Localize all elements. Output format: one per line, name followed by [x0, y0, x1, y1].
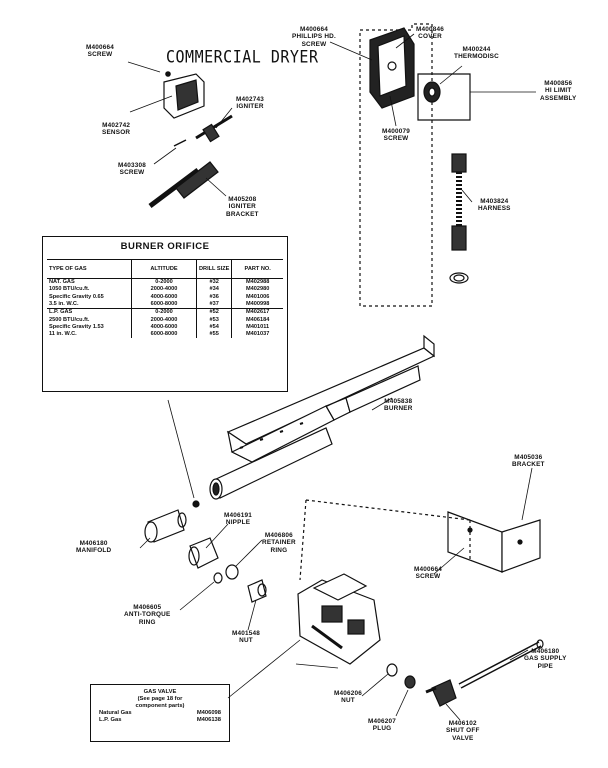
gas-valve-title: GAS VALVE	[143, 689, 177, 695]
manifold-part	[144, 509, 187, 543]
limit-assembly-box	[359, 23, 433, 307]
anti-torque-part	[213, 572, 223, 584]
igniter-bracket-part	[148, 139, 219, 208]
gas-valve-box: GAS VALVE (See page 18 for component par…	[90, 684, 230, 742]
cover-part	[369, 27, 415, 109]
sensor-part	[163, 71, 205, 119]
shutoff-valve-part	[425, 679, 457, 707]
header-drill: DRILL SIZE	[195, 259, 232, 279]
gas-valve-sub2: component parts)	[135, 703, 185, 709]
header-part: PART NO.	[231, 259, 283, 279]
small-nut-part	[386, 663, 398, 677]
table-header-row: TYPE OF GAS ALTITUDE DRILL SIZE PART NO.	[47, 259, 283, 279]
bracket-part	[447, 511, 541, 573]
gas-valve-sub1: (See page 18 for	[137, 696, 183, 702]
burner-part	[209, 334, 436, 500]
plug-part	[404, 675, 416, 689]
header-altitude: ALTITUDE	[131, 259, 197, 279]
igniter-part	[195, 114, 233, 143]
page-title: COMMERCIAL DRYER	[166, 47, 319, 67]
retainer-ring-part	[225, 564, 239, 580]
orifice-title: BURNER ORIFICE	[120, 241, 210, 252]
nut-part	[247, 579, 267, 603]
harness-part	[449, 153, 469, 284]
orifice-grid: TYPE OF GAS ALTITUDE DRILL SIZE PART NO.…	[47, 259, 283, 339]
thermodisc-part	[417, 73, 471, 121]
nipple-part	[188, 537, 219, 569]
orifice-screw	[192, 500, 200, 508]
gas-valve-part	[297, 573, 381, 665]
burner-orifice-table: BURNER ORIFICE TYPE OF GAS ALTITUDE DRIL…	[42, 236, 288, 392]
leader-lines	[127, 33, 536, 721]
header-type: TYPE OF GAS	[47, 259, 132, 279]
